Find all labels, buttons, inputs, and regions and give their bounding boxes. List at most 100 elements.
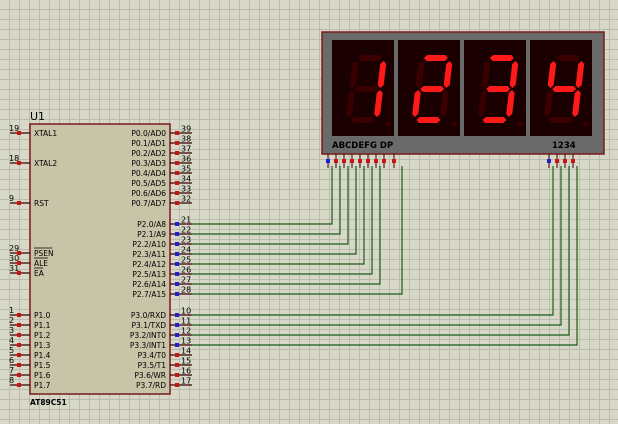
segment-c: [374, 90, 383, 117]
segment-pin-3[interactable]: [350, 154, 354, 168]
segment-pin-4[interactable]: [358, 154, 362, 168]
mcu-pin-7[interactable]: 7P1.6: [9, 366, 51, 380]
segment-pin-8[interactable]: [392, 154, 396, 168]
pin-label: P1.3: [34, 341, 51, 350]
wire-p2-4: [192, 166, 365, 265]
pin-number: 9: [9, 194, 14, 203]
digit-pin-3[interactable]: [571, 154, 575, 168]
segment-b: [509, 61, 519, 88]
pin-label: P0.0/AD0: [131, 129, 166, 138]
mcu-pin-3[interactable]: 3P1.2: [9, 326, 51, 340]
pin-label: XTAL2: [34, 159, 57, 168]
pin-label: P0.7/AD7: [131, 199, 166, 208]
pin-label: P1.4: [34, 351, 51, 360]
segment-a: [423, 55, 448, 61]
pin-number: 21: [181, 216, 191, 225]
digit-pin-2[interactable]: [563, 154, 567, 168]
pin-label: P0.6/AD6: [131, 189, 166, 198]
segment-pin-1[interactable]: [334, 154, 338, 168]
pin-number: 10: [181, 307, 191, 316]
pin-number: 26: [181, 266, 191, 275]
segment-g: [552, 86, 577, 92]
digit-pin-0[interactable]: [547, 154, 551, 168]
mcu-pin-5[interactable]: 5P1.4: [9, 346, 51, 360]
pin-number: 23: [181, 236, 191, 245]
segment-d: [416, 117, 441, 123]
wire-p2-0: [192, 166, 333, 225]
segment-pin-7[interactable]: [382, 154, 386, 168]
pin-number: 6: [9, 356, 14, 365]
mcu-pin-2[interactable]: 2P1.1: [9, 316, 51, 330]
segment-dp: [517, 121, 523, 127]
pin-number: 36: [181, 155, 191, 164]
segment-pin-0[interactable]: [326, 154, 330, 168]
segment-c: [506, 90, 515, 117]
pin-number: 16: [181, 367, 191, 376]
mcu-pin-4[interactable]: 4P1.3: [9, 336, 51, 350]
segment-f: [481, 61, 491, 88]
wire-p3-2: [192, 166, 570, 336]
pin-label: P0.1/AD1: [131, 139, 166, 148]
mcu-body[interactable]: [29, 123, 171, 395]
segment-c: [572, 90, 581, 117]
pin-label: P3.3/INT1: [130, 341, 166, 350]
pin-number: 13: [181, 337, 191, 346]
mcu-pin-6[interactable]: 6P1.5: [9, 356, 51, 370]
segment-g: [486, 86, 511, 92]
digit-pin-1[interactable]: [555, 154, 559, 168]
segment-d: [548, 117, 573, 123]
wire-p2-7: [192, 166, 403, 295]
segment-pin-6[interactable]: [374, 154, 378, 168]
mcu-pin-1[interactable]: 1P1.0: [9, 306, 51, 320]
pin-label: P3.7/RD: [136, 381, 166, 390]
mcu-pin-8[interactable]: 8P1.7: [9, 376, 51, 390]
microcontroller[interactable]: U1 AT89C51 19XTAL118XTAL29RST29PSEN30ALE…: [9, 110, 192, 407]
pin-number: 18: [9, 154, 19, 163]
mcu-pin-10[interactable]: P3.0/RXD 10: [131, 307, 192, 321]
pin-label: P1.0: [34, 311, 51, 320]
pin-label: P1.6: [34, 371, 51, 380]
pin-number: 1: [9, 306, 14, 315]
segment-pin-2[interactable]: [342, 154, 346, 168]
pin-label: P3.0/RXD: [131, 311, 166, 320]
wire-p2-2: [192, 166, 349, 245]
pin-number: 8: [9, 376, 14, 385]
pin-number: 15: [181, 357, 191, 366]
mcu-pin-13[interactable]: P3.3/INT1 13: [130, 337, 192, 351]
mcu-pin-23[interactable]: P2.2/A10 23: [132, 236, 192, 250]
pin-label: P2.7/A15: [132, 290, 166, 299]
segment-pin-5[interactable]: [366, 154, 370, 168]
pin-label: P0.5/AD5: [131, 179, 166, 188]
segment-f: [547, 61, 557, 88]
pin-label: P2.2/A10: [132, 240, 166, 249]
segment-a: [489, 55, 514, 61]
